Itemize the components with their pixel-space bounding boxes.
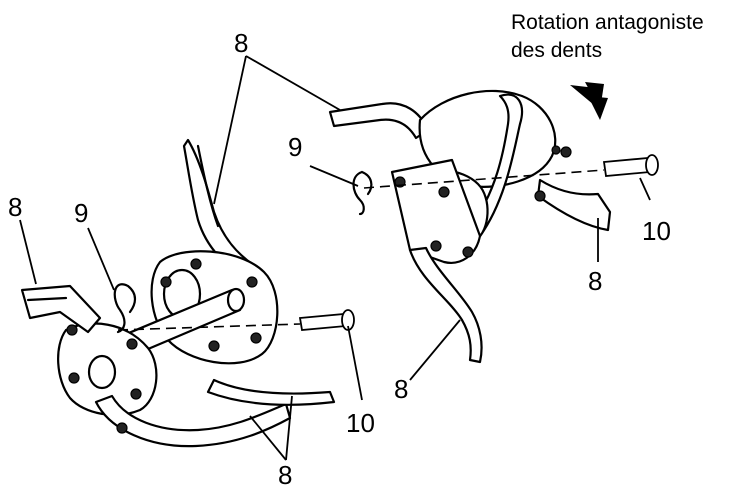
callout-tine-right: 8 bbox=[588, 266, 602, 296]
left-lower-flat-tine bbox=[206, 378, 336, 406]
right-side-tine bbox=[536, 178, 612, 232]
left-pin bbox=[298, 309, 355, 331]
right-upper-tine bbox=[328, 102, 430, 140]
right-hairpin-clip bbox=[352, 170, 373, 216]
left-top-tine bbox=[20, 284, 102, 334]
callout-tine-bottom-center: 8 bbox=[394, 374, 408, 404]
left-tine-assembly bbox=[20, 138, 355, 448]
callout-pin-left: 10 bbox=[346, 408, 375, 438]
leader-lines bbox=[19, 55, 651, 461]
callout-tine-left: 8 bbox=[8, 192, 22, 222]
rotation-arrow-icon bbox=[570, 82, 608, 120]
callout-tine-bottom-left: 8 bbox=[278, 460, 292, 490]
callout-clip-right: 9 bbox=[288, 132, 302, 162]
callout-tine-top: 8 bbox=[234, 28, 248, 58]
callout-clip-left: 9 bbox=[74, 198, 88, 228]
right-lower-tine bbox=[408, 246, 483, 364]
left-flange-bore bbox=[87, 354, 117, 390]
callout-pin-right: 10 bbox=[642, 216, 671, 246]
right-pin bbox=[602, 154, 659, 177]
right-tine-assembly bbox=[328, 89, 659, 364]
rotation-caption-line1: Rotation antagoniste bbox=[511, 11, 704, 34]
right-front-plate bbox=[390, 158, 482, 264]
left-hairpin-clip bbox=[113, 283, 137, 334]
rotation-caption-line2: des dents bbox=[511, 39, 602, 62]
